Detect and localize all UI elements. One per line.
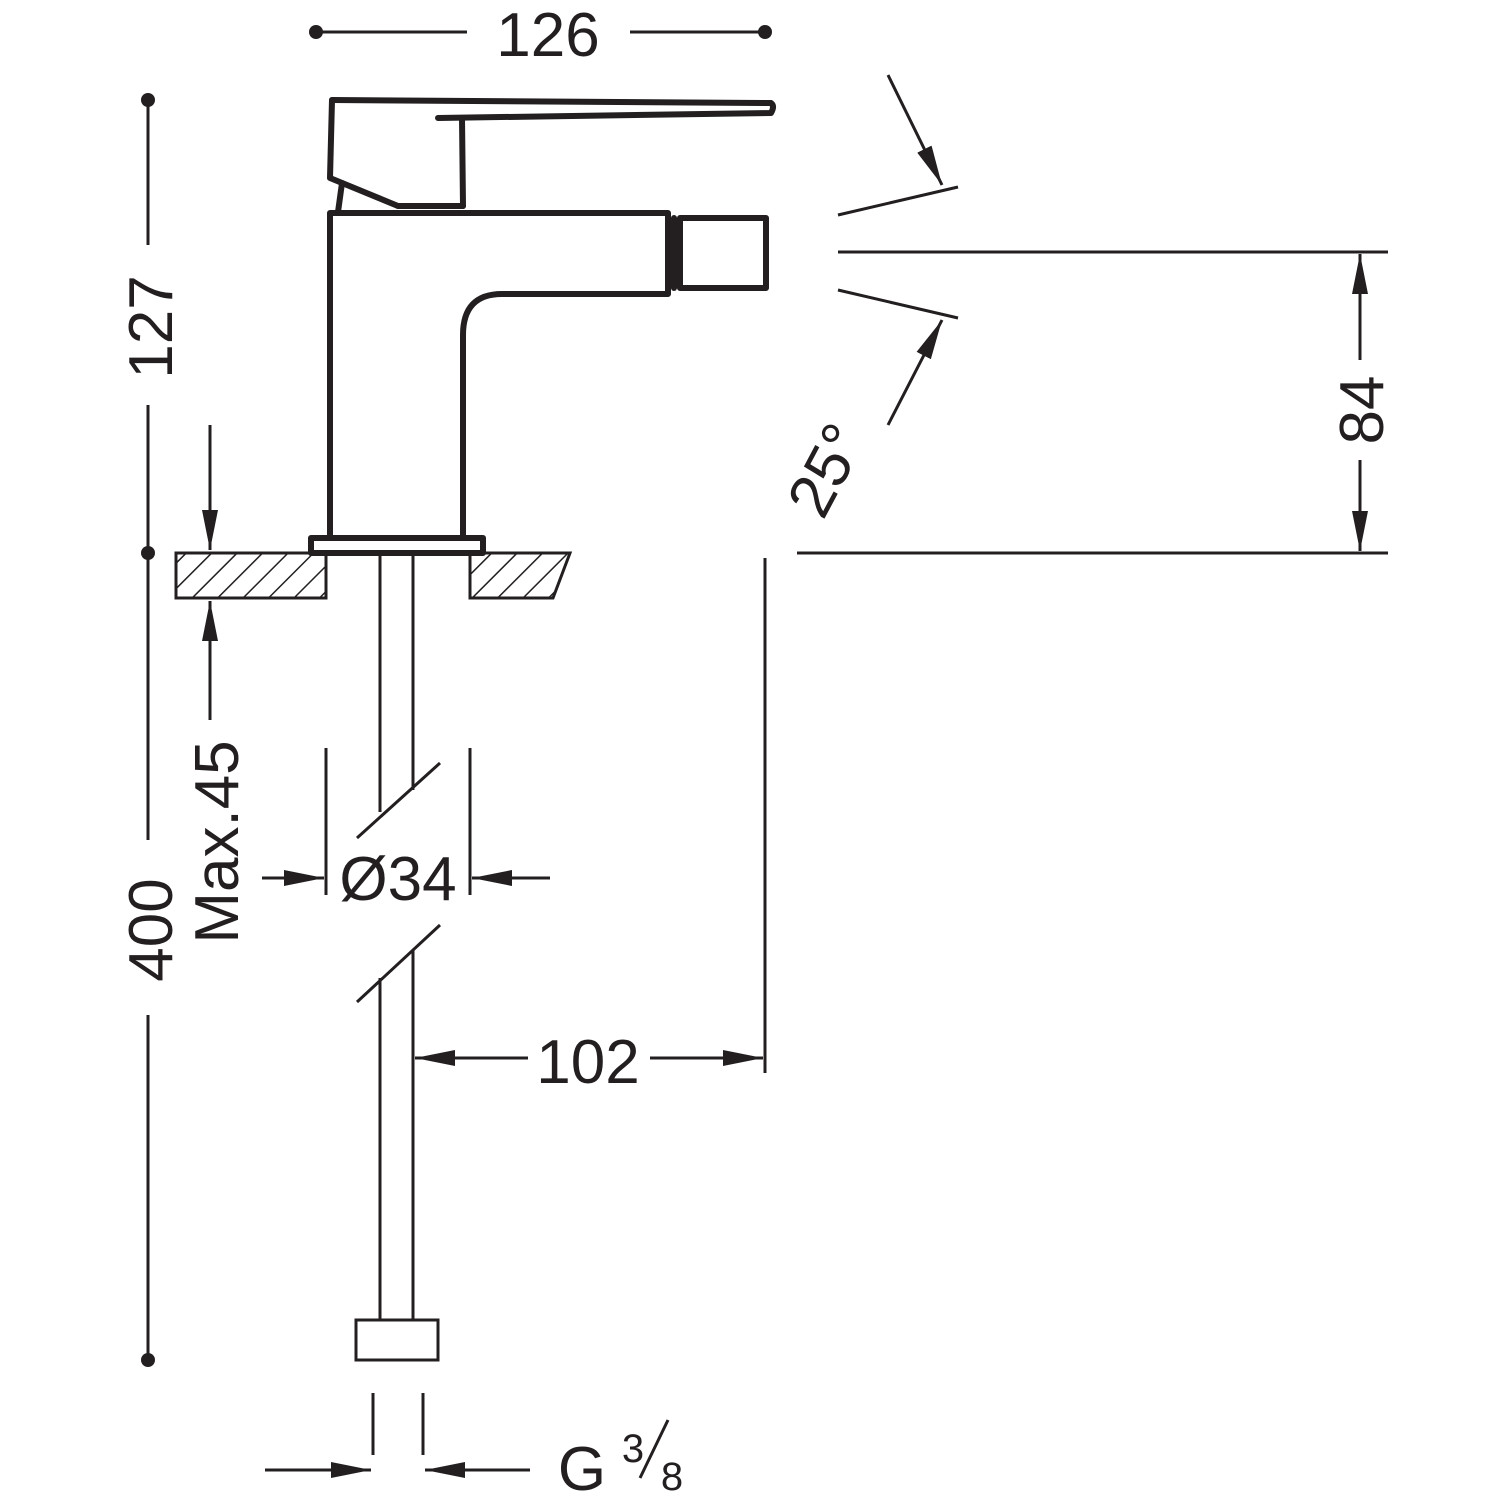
- thread-label-g: G: [558, 1435, 606, 1500]
- dimension-label-diameter: Ø34: [339, 845, 456, 914]
- dimension-label-102: 102: [536, 1028, 639, 1097]
- dimension-label-400: 400: [117, 878, 186, 981]
- dimension-counter-thickness: Max.45: [183, 425, 252, 944]
- supply-hose: [354, 556, 442, 1362]
- dimension-label-84: 84: [1328, 376, 1397, 445]
- dimension-label-126: 126: [496, 1, 599, 70]
- dimension-spout-angle: 25°: [774, 74, 959, 528]
- counter-section: [174, 551, 573, 600]
- thread-label-numerator: 3: [622, 1427, 644, 1471]
- dimension-width: 126: [309, 1, 772, 70]
- faucet-handle: [327, 97, 776, 215]
- dimension-heights: 127 400: [117, 93, 186, 1367]
- thread-label-denominator: 8: [661, 1455, 683, 1499]
- dimension-spout-height: 84: [797, 250, 1397, 555]
- dimension-label-127: 127: [117, 275, 186, 378]
- dimension-label-angle: 25°: [774, 413, 879, 528]
- dimension-label-max45: Max.45: [183, 740, 252, 943]
- faucet-body: [308, 210, 769, 556]
- dimension-base-diameter: Ø34: [262, 748, 550, 914]
- dimension-connection-thread: G 3 8: [265, 1393, 683, 1500]
- dimension-spout-reach: 102: [415, 558, 767, 1097]
